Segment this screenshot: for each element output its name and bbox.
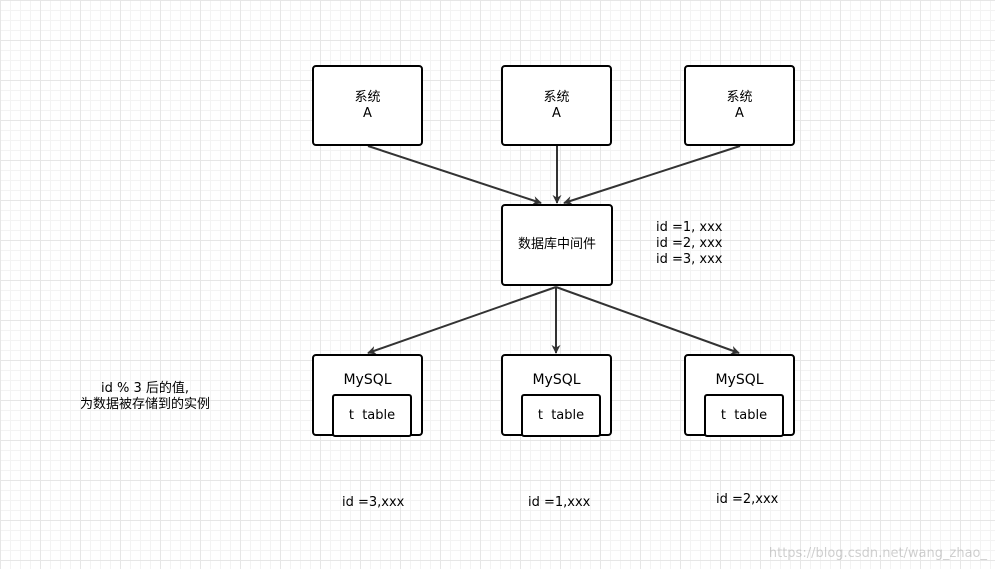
note-line-1: id % 3 后的值, <box>100 381 190 396</box>
modulo-note: id % 3 后的值, 为数据被存储到的实例 <box>60 381 230 413</box>
mysql-instance-2[interactable]: MySQL t table <box>501 354 612 437</box>
edge-middleware-to-db-1 <box>367 286 557 355</box>
system-id: A <box>552 105 561 121</box>
id-list-1: id =1, xxx <box>656 220 723 235</box>
id-list-2: id =2, xxx <box>656 236 723 251</box>
db-caption-2: id =1,xxx <box>528 495 591 510</box>
db-caption-1: id =3,xxx <box>342 495 405 510</box>
edge-middleware-to-db-3 <box>555 286 740 355</box>
mysql-instance-3[interactable]: MySQL t table <box>684 354 795 437</box>
watermark: https://blog.csdn.net/wang_zhao_ <box>768 546 987 561</box>
mysql-title: MySQL <box>343 372 392 388</box>
system-id: A <box>363 105 372 121</box>
table-box[interactable]: t table <box>332 394 412 437</box>
mysql-title: MySQL <box>532 372 581 388</box>
system-box-1[interactable]: 系统 A <box>312 65 423 146</box>
system-label: 系统 <box>543 89 570 105</box>
table-box[interactable]: t table <box>521 394 601 437</box>
system-id: A <box>735 105 744 121</box>
middleware-label: 数据库中间件 <box>517 237 596 252</box>
middleware-box[interactable]: 数据库中间件 <box>501 204 613 286</box>
edge-system-3-to-middleware <box>563 145 741 205</box>
id-list-3: id =3, xxx <box>656 252 723 267</box>
mysql-instance-1[interactable]: MySQL t table <box>312 354 423 437</box>
db-caption-3: id =2,xxx <box>716 492 779 507</box>
system-box-3[interactable]: 系统 A <box>684 65 795 146</box>
edge-system-1-to-middleware <box>367 145 542 205</box>
system-label: 系统 <box>726 89 753 105</box>
note-line-2: 为数据被存储到的实例 <box>79 397 210 412</box>
mysql-title: MySQL <box>715 372 764 388</box>
system-box-2[interactable]: 系统 A <box>501 65 612 146</box>
table-box[interactable]: t table <box>704 394 784 437</box>
system-label: 系统 <box>354 89 381 105</box>
